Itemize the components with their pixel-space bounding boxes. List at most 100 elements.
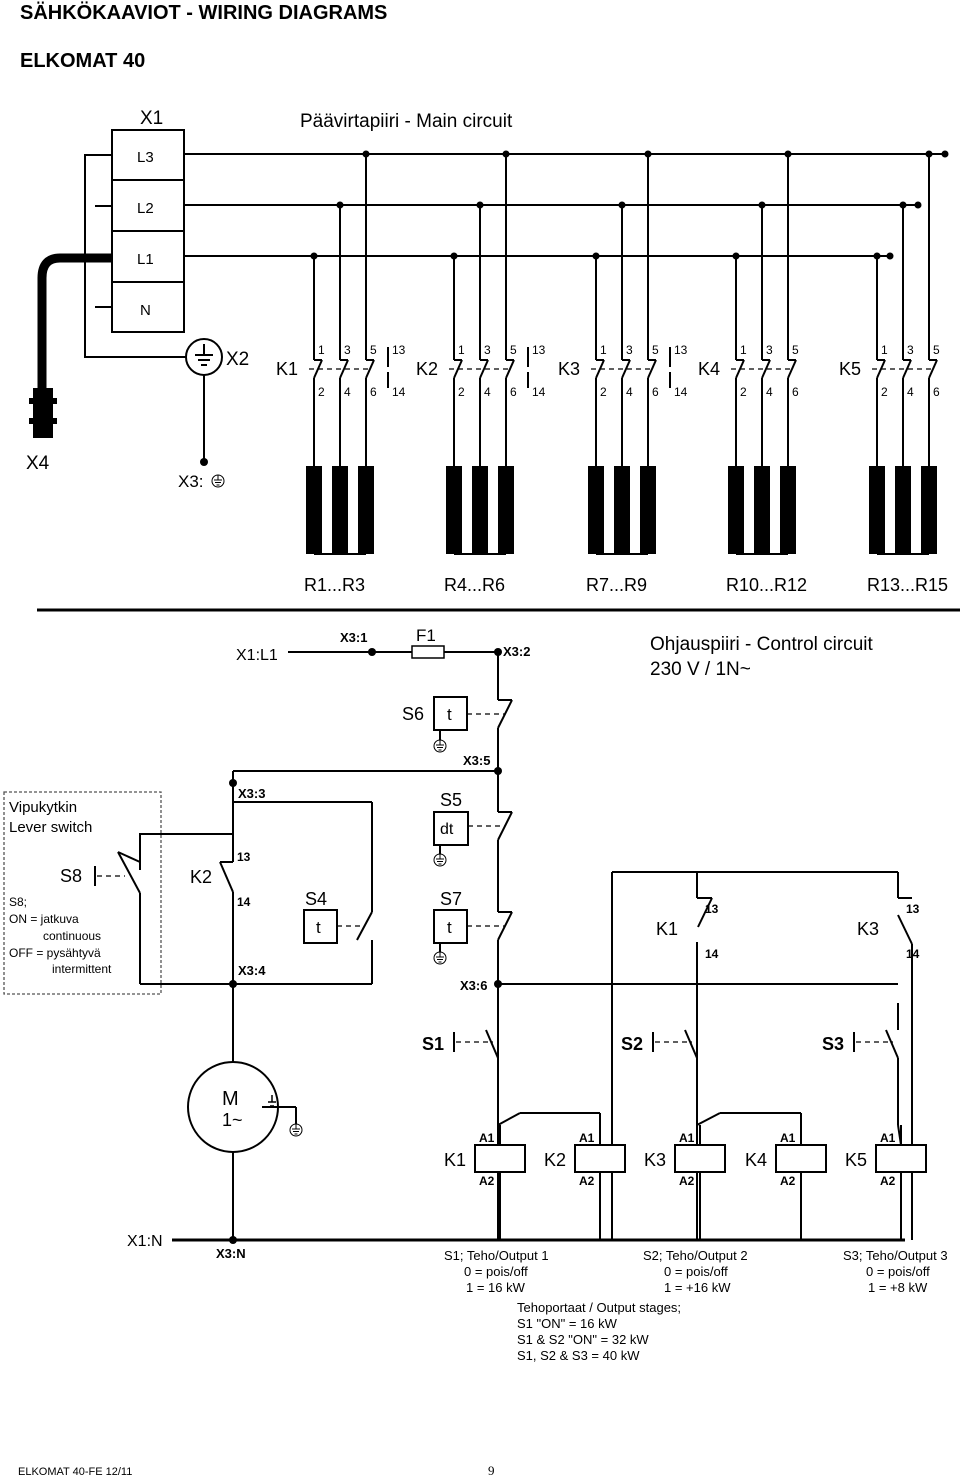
s8-note-2: continuous [43, 929, 101, 943]
heater-element [358, 466, 374, 554]
pole-top-label: 3 [766, 343, 773, 357]
heater-group-label: R1...R3 [304, 575, 365, 595]
coil-label: K4 [745, 1150, 767, 1170]
heater-element [754, 466, 770, 554]
pole-bottom-label: 2 [600, 385, 607, 399]
pole-bottom-label: 6 [370, 385, 377, 399]
terminal-n: N [140, 302, 151, 319]
terminal-x3-4: X3:4 [238, 963, 266, 978]
pole-bottom-label: 6 [933, 385, 940, 399]
pole-top-label: 3 [907, 343, 914, 357]
terminal-l2: L2 [137, 200, 154, 217]
terminal-x3-6: X3:6 [460, 978, 487, 993]
legend-s3-1: 0 = pois/off [866, 1264, 930, 1279]
pole-bottom-label: 4 [484, 385, 491, 399]
contactor-label: K5 [839, 359, 861, 379]
legend-s2-1: 0 = pois/off [664, 1264, 728, 1279]
coil-a2: A2 [479, 1174, 495, 1188]
output-stages-note: Tehoportaat / Output stages; S1 "ON" = 1… [517, 1300, 681, 1363]
s7-box-label: t [447, 918, 452, 937]
heater-group-label: R13...R15 [867, 575, 948, 595]
pole-top-label: 3 [344, 343, 351, 357]
k3-aux-13: 13 [906, 902, 920, 916]
output-switch-s2: S2 [621, 1003, 698, 1125]
s8-note-0: S8; [9, 895, 27, 909]
pole-top-label: 5 [792, 343, 799, 357]
coil-label: K2 [544, 1150, 566, 1170]
fuse-f1 [411, 645, 445, 659]
k1-aux-13: 13 [705, 902, 719, 916]
legend-s1-1: 0 = pois/off [464, 1264, 528, 1279]
supply-bus [184, 153, 945, 257]
s5-box-label: dt [440, 821, 454, 838]
pole-bottom-label: 6 [652, 385, 659, 399]
contactor-label: K2 [416, 359, 438, 379]
pole-bottom-label: 6 [510, 385, 517, 399]
aux-top-label: 13 [392, 343, 406, 357]
model-title: ELKOMAT 40 [20, 50, 146, 72]
heater-element [306, 466, 322, 554]
coil-a1: A1 [679, 1131, 695, 1145]
s6-timer-box [433, 696, 468, 731]
heater-element [472, 466, 488, 554]
aux-bottom-label: 14 [674, 385, 688, 399]
stages-2: S1 & S2 "ON" = 32 kW [517, 1332, 649, 1347]
contactor-label: K3 [558, 359, 580, 379]
pole-bottom-label: 2 [740, 385, 747, 399]
pole-top-label: 1 [600, 343, 607, 357]
k1-aux-label: K1 [656, 919, 678, 939]
legend-s1-2: 1 = 16 kW [466, 1280, 526, 1295]
s6-label: S6 [402, 704, 424, 724]
aux-top-label: 13 [532, 343, 546, 357]
heater-group-label: R4...R6 [444, 575, 505, 595]
s8-label: S8 [60, 866, 82, 886]
pole-bottom-label: 6 [792, 385, 799, 399]
coil-a1: A1 [780, 1131, 796, 1145]
heater-element [640, 466, 656, 554]
legend-s3-2: 1 = +8 kW [868, 1280, 928, 1295]
pole-bottom-label: 2 [458, 385, 465, 399]
pole-top-label: 5 [652, 343, 659, 357]
s8-note-1: ON = jatkuva [9, 912, 79, 926]
pole-top-label: 1 [881, 343, 888, 357]
heater-element [446, 466, 462, 554]
output-switch-s1: S1 [422, 1003, 499, 1125]
pole-top-label: 5 [510, 343, 517, 357]
lever-title-2: Lever switch [9, 819, 92, 836]
terminal-x3-n: X3:N [216, 1246, 246, 1261]
heater-element [895, 466, 911, 554]
control-title-line2: 230 V / 1N~ [650, 659, 751, 680]
pole-bottom-label: 2 [318, 385, 325, 399]
stages-1: S1 "ON" = 16 kW [517, 1316, 618, 1331]
footer-page-number: 9 [488, 1463, 495, 1478]
legend-s3-0: S3; Teho/Output 3 [843, 1248, 948, 1263]
legend-s2-0: S2; Teho/Output 2 [643, 1248, 748, 1263]
control-title-line1: Ohjauspiiri - Control circuit [650, 634, 874, 655]
coil-label: K3 [644, 1150, 666, 1170]
k3-aux-label: K3 [857, 919, 879, 939]
pole-bottom-label: 4 [766, 385, 773, 399]
coil-a2: A2 [780, 1174, 796, 1188]
terminal-x3-5: X3:5 [463, 753, 490, 768]
s4-timer-box [303, 909, 338, 944]
heater-element [780, 466, 796, 554]
contactor-label: K1 [276, 359, 298, 379]
heater-element [869, 466, 885, 554]
document-title: SÄHKÖKAAVIOT - WIRING DIAGRAMS [20, 2, 388, 24]
heater-element [498, 466, 514, 554]
s8-note-3: OFF = pysähtyvä [9, 946, 101, 960]
heater-element [614, 466, 630, 554]
terminal-x3-3: X3:3 [238, 786, 265, 801]
k2-aux-14: 14 [237, 895, 251, 909]
coil-a2: A2 [679, 1174, 695, 1188]
heater-element [921, 466, 937, 554]
legend-s2-2: 1 = +16 kW [664, 1280, 731, 1295]
earth-label: X2 [226, 349, 249, 370]
heater-group-label: R10...R12 [726, 575, 807, 595]
aux-bottom-label: 14 [532, 385, 546, 399]
switch-label: S1 [422, 1034, 444, 1054]
